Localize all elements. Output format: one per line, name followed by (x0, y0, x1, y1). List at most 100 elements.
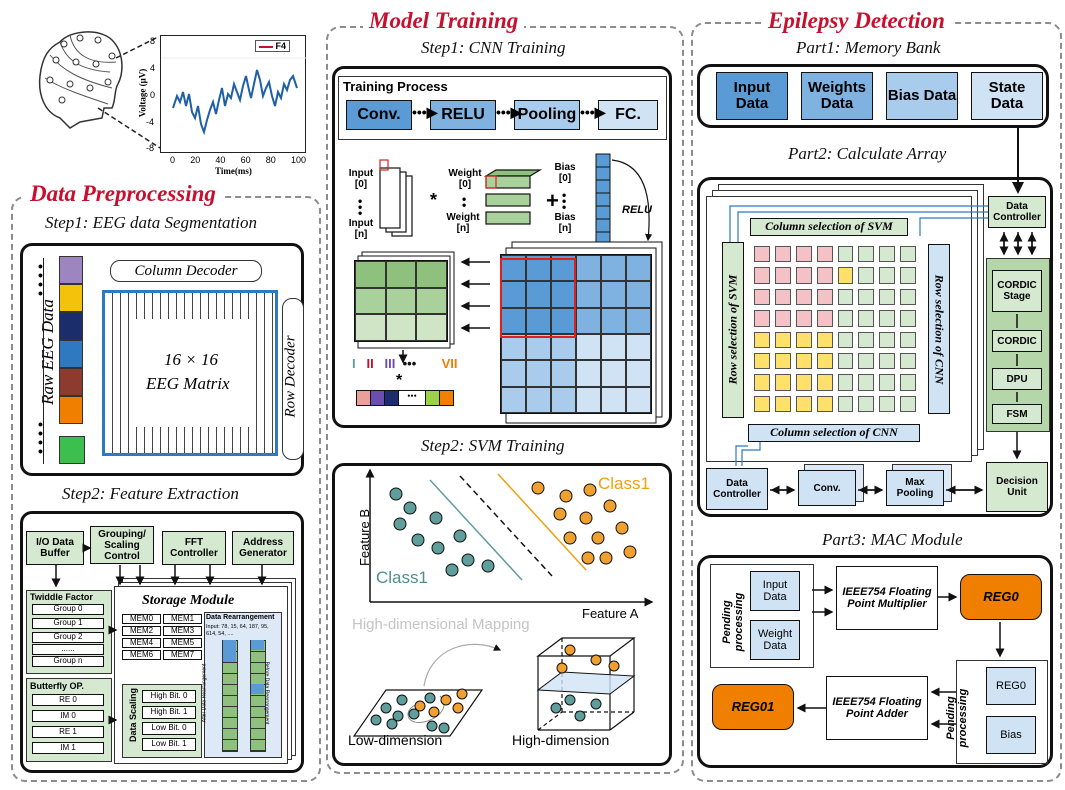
eeg-segment-last (59, 436, 85, 464)
mac-reg0-small: REG0 (986, 667, 1036, 705)
pe-cell (795, 267, 812, 284)
pe-cell (858, 374, 875, 391)
reg0-main: REG0 (960, 574, 1042, 620)
input0-label: Input [0] (348, 168, 374, 190)
butterfly-label: Butterfly OP. (30, 681, 84, 691)
cordic-stage: CORDIC Stage (992, 270, 1042, 312)
conv-cell (526, 281, 551, 308)
plus-sign: + (546, 188, 559, 213)
mac-weight-data: Weight Data (750, 620, 800, 660)
pooled-cell (355, 314, 386, 341)
roman-numerals: I II III ••• VII (352, 356, 457, 371)
low-dimension-label: Low-dimension (348, 732, 443, 748)
pe-cell (858, 352, 875, 370)
eeg-ytick-m4: -4 (146, 117, 155, 127)
conv-cell (551, 386, 576, 413)
conv-cell (626, 386, 651, 413)
pipeline-fc: FC. (598, 100, 658, 130)
eeg-plot: F4 (160, 35, 307, 153)
eeg-xtick: 20 (190, 155, 201, 165)
pending-label-top: Pending processing (721, 592, 745, 652)
eeg-ytick-4: 4 (150, 63, 156, 73)
pending-box-bottom (956, 660, 1048, 764)
pe-cell (754, 288, 770, 306)
part2-label: Part2: Calculate Array (788, 144, 947, 163)
conv-cell (501, 334, 526, 361)
pooled-cell (416, 314, 447, 341)
pe-cell (879, 246, 896, 263)
pe-cell (837, 331, 854, 348)
pe-cell (879, 331, 896, 348)
svm-feature-b: Feature B (357, 508, 373, 567)
conv-cell (626, 255, 651, 282)
fv-cell (440, 391, 453, 405)
butterfly-item: RE 1 (32, 726, 104, 738)
conv-cell (626, 360, 651, 387)
rearr-highlight-3 (251, 684, 264, 694)
pooled-cell (416, 261, 447, 288)
twiddle-factor-label: Twiddle Factor (30, 592, 93, 602)
memory-state-data: State Data (971, 72, 1043, 120)
eeg-xtick: 0 (170, 155, 176, 165)
pe-cell (879, 395, 896, 412)
eeg-matrix (102, 290, 278, 456)
pe-cell (900, 267, 916, 284)
column-decoder: Column Decoder (110, 260, 262, 282)
high-dimension-label: High-dimension (512, 732, 610, 748)
pe-cell (816, 310, 833, 327)
pe-cell (754, 395, 770, 412)
row-decoder (282, 298, 304, 460)
conv-cell (576, 334, 601, 361)
eeg-segment (59, 368, 83, 396)
row-selection-svm (722, 242, 744, 418)
conv-cell (601, 255, 626, 282)
roman-3: III (384, 356, 396, 371)
pipeline-arrow-3: •••▶ (580, 104, 606, 120)
pooled-cell (416, 287, 447, 315)
svm-feature-a: Feature A (582, 606, 639, 621)
pe-cell (795, 374, 812, 391)
eeg-xticks: 0 20 40 60 80 100 (170, 155, 306, 165)
pe-cell (900, 331, 916, 348)
pe-cell (837, 310, 854, 327)
conv-cell (526, 360, 551, 387)
pooled-cell (385, 287, 417, 315)
bit-cell: Low Bit. 1 (142, 738, 196, 751)
part1-label: Part1: Memory Bank (796, 38, 941, 57)
pe-cell (754, 267, 770, 284)
pe-cell (816, 374, 833, 391)
model-training-title: Model Training (363, 8, 525, 34)
pe-cell (858, 331, 875, 348)
dp-step1-label: Step1: EEG data Segmentation (45, 213, 257, 232)
weightn-label: Weight [n] (446, 212, 480, 234)
data-controller-bottom: Data Controller (706, 468, 768, 510)
fv-cell (385, 391, 399, 405)
fv-cell: ••• (399, 391, 426, 405)
col-selection-svm: Column selection of SVM (750, 218, 908, 236)
raw-eeg-dots: •••• (38, 258, 43, 301)
pe-cell (816, 288, 833, 306)
fft-controller: FFT Controller (162, 531, 226, 565)
address-generator: Address Generator (232, 531, 294, 565)
mt-step1-label: Step1: CNN Training (421, 38, 566, 57)
relu-curve-label: RELU (622, 204, 652, 216)
bias-dots: ••• (562, 188, 567, 214)
pe-cell (795, 288, 812, 306)
pe-cell (754, 352, 770, 370)
conv-cell (501, 386, 526, 413)
pe-cell (900, 352, 916, 370)
pe-cell (754, 310, 770, 327)
eeg-legend: F4 (255, 40, 291, 52)
pipeline-arrow-1: •••▶ (412, 104, 438, 120)
pe-cell (816, 246, 833, 263)
twiddle-group: Group 1 (32, 618, 104, 629)
pe-cell (774, 246, 791, 263)
eeg-segment (59, 340, 83, 368)
pe-cell (774, 288, 791, 306)
grouping-scaling-control: Grouping/ Scaling Control (90, 526, 154, 564)
conv-cell (551, 334, 576, 361)
epilepsy-detection-title: Epilepsy Detection (762, 8, 951, 34)
fv-cell (357, 391, 371, 405)
data-controller-top: Data Controller (988, 196, 1046, 228)
eeg-xlabel: Time(ms) (215, 166, 252, 176)
